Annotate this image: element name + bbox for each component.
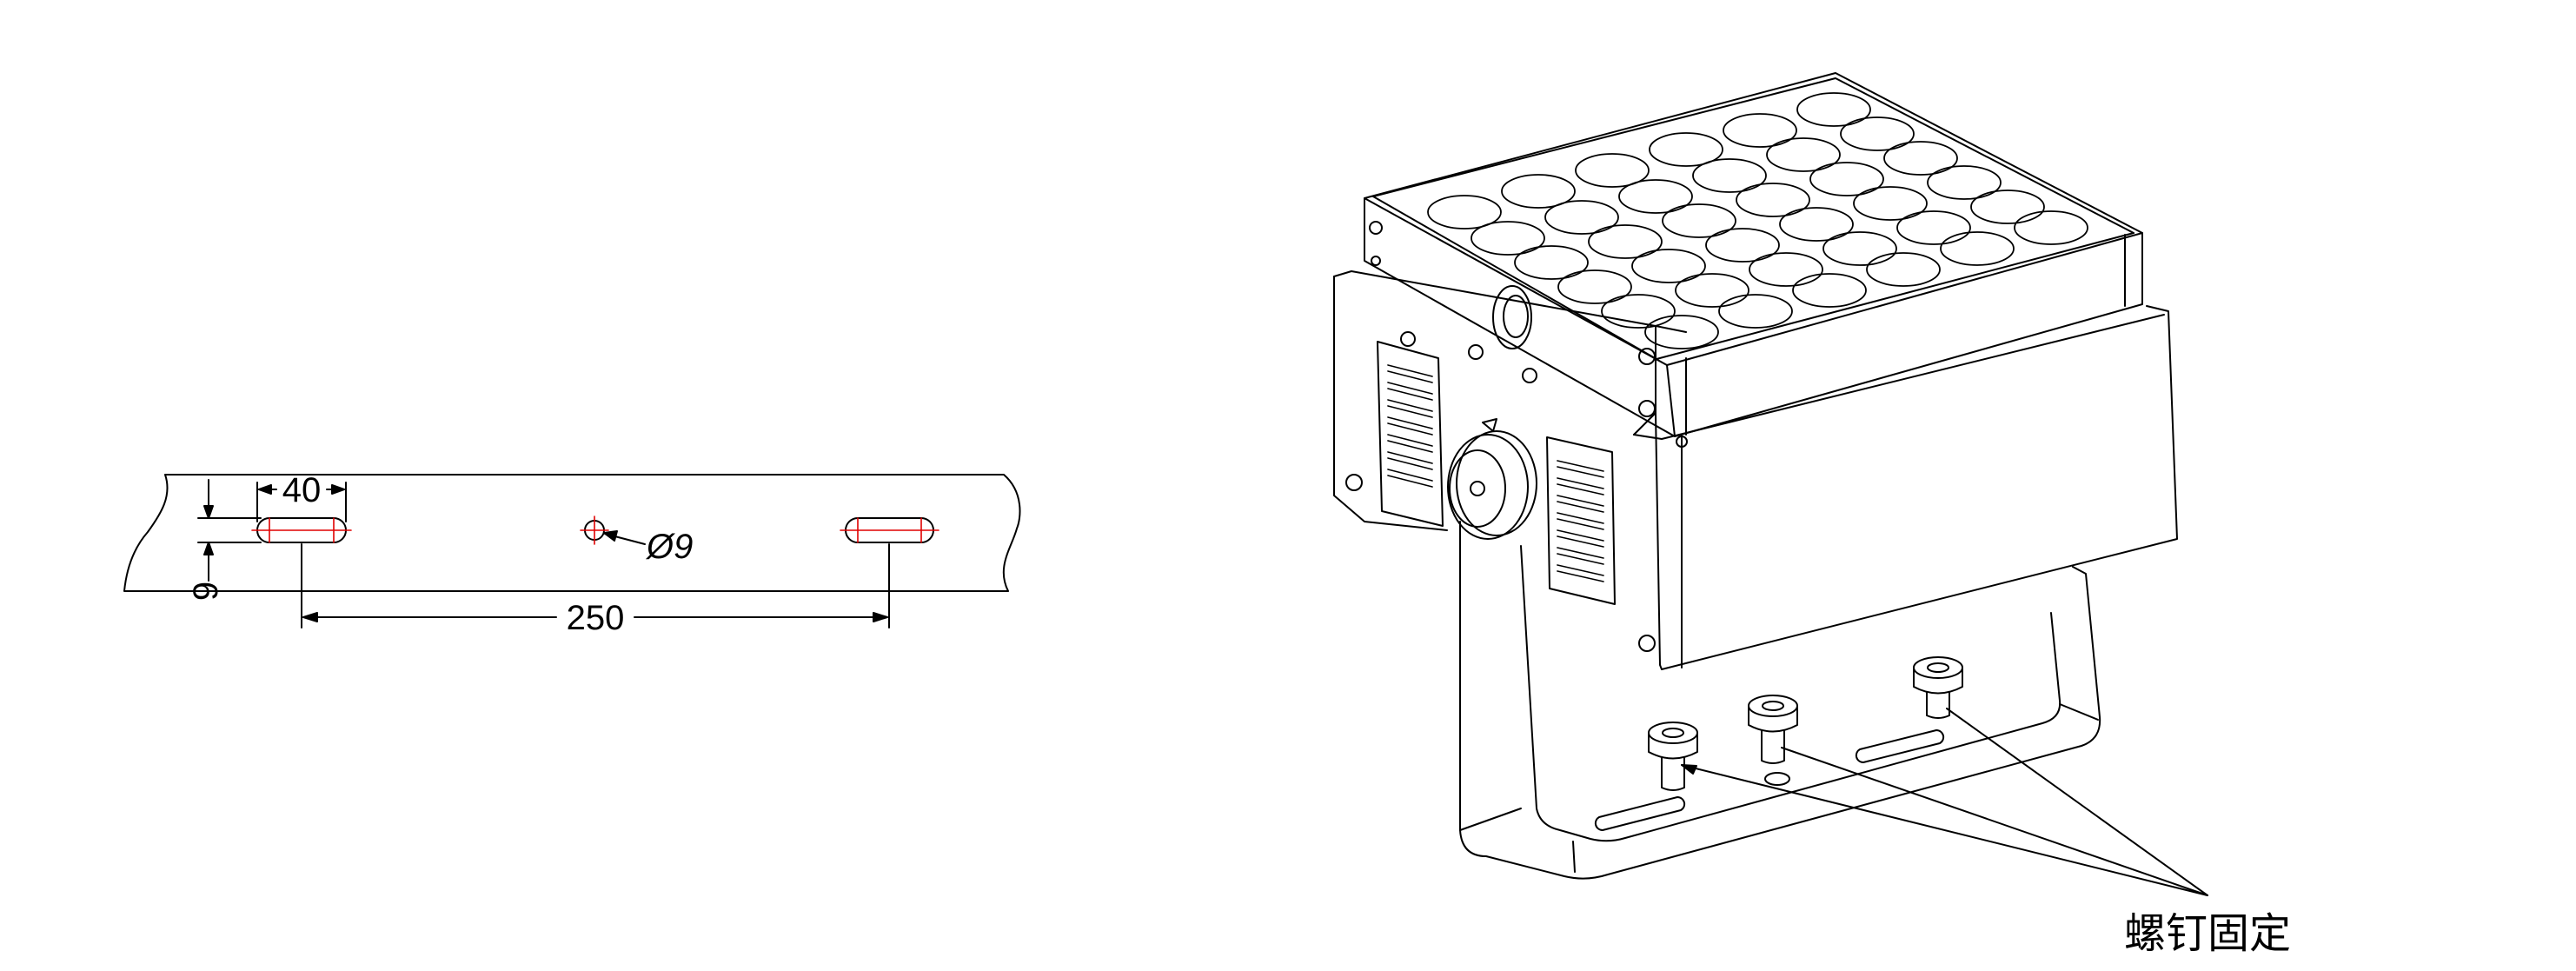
led-lens-grid [1427, 92, 2088, 349]
callout-leaders [1681, 708, 2208, 896]
dimension-label-hole-diameter: Ø9 [645, 528, 693, 566]
dimension-label-slot-length: 40 [282, 471, 322, 509]
callout-label-screw-fixing: 螺钉固定 [2124, 909, 2291, 958]
dimension-hole-spacing [301, 543, 890, 628]
led-flood-light-isometric [1333, 72, 2208, 896]
leader-hole-diameter [603, 530, 646, 545]
led-panel [1364, 72, 2143, 437]
centerlines [251, 515, 939, 545]
dimension-slot-width [197, 479, 262, 582]
mounting-screw-right [1913, 656, 1963, 719]
bracket-outline [123, 474, 1021, 592]
dimension-label-slot-width: 9 [187, 582, 225, 601]
dimension-slot-length [256, 482, 347, 522]
u-bracket [1459, 521, 2101, 880]
mounting-screw-left [1648, 722, 1698, 791]
dimension-label-hole-spacing: 250 [567, 599, 625, 637]
pivot-knob [1447, 418, 1537, 540]
bracket-dimension-drawing: 40 9 Ø9 250 [123, 471, 1021, 637]
mounting-screw-center [1748, 695, 1798, 764]
